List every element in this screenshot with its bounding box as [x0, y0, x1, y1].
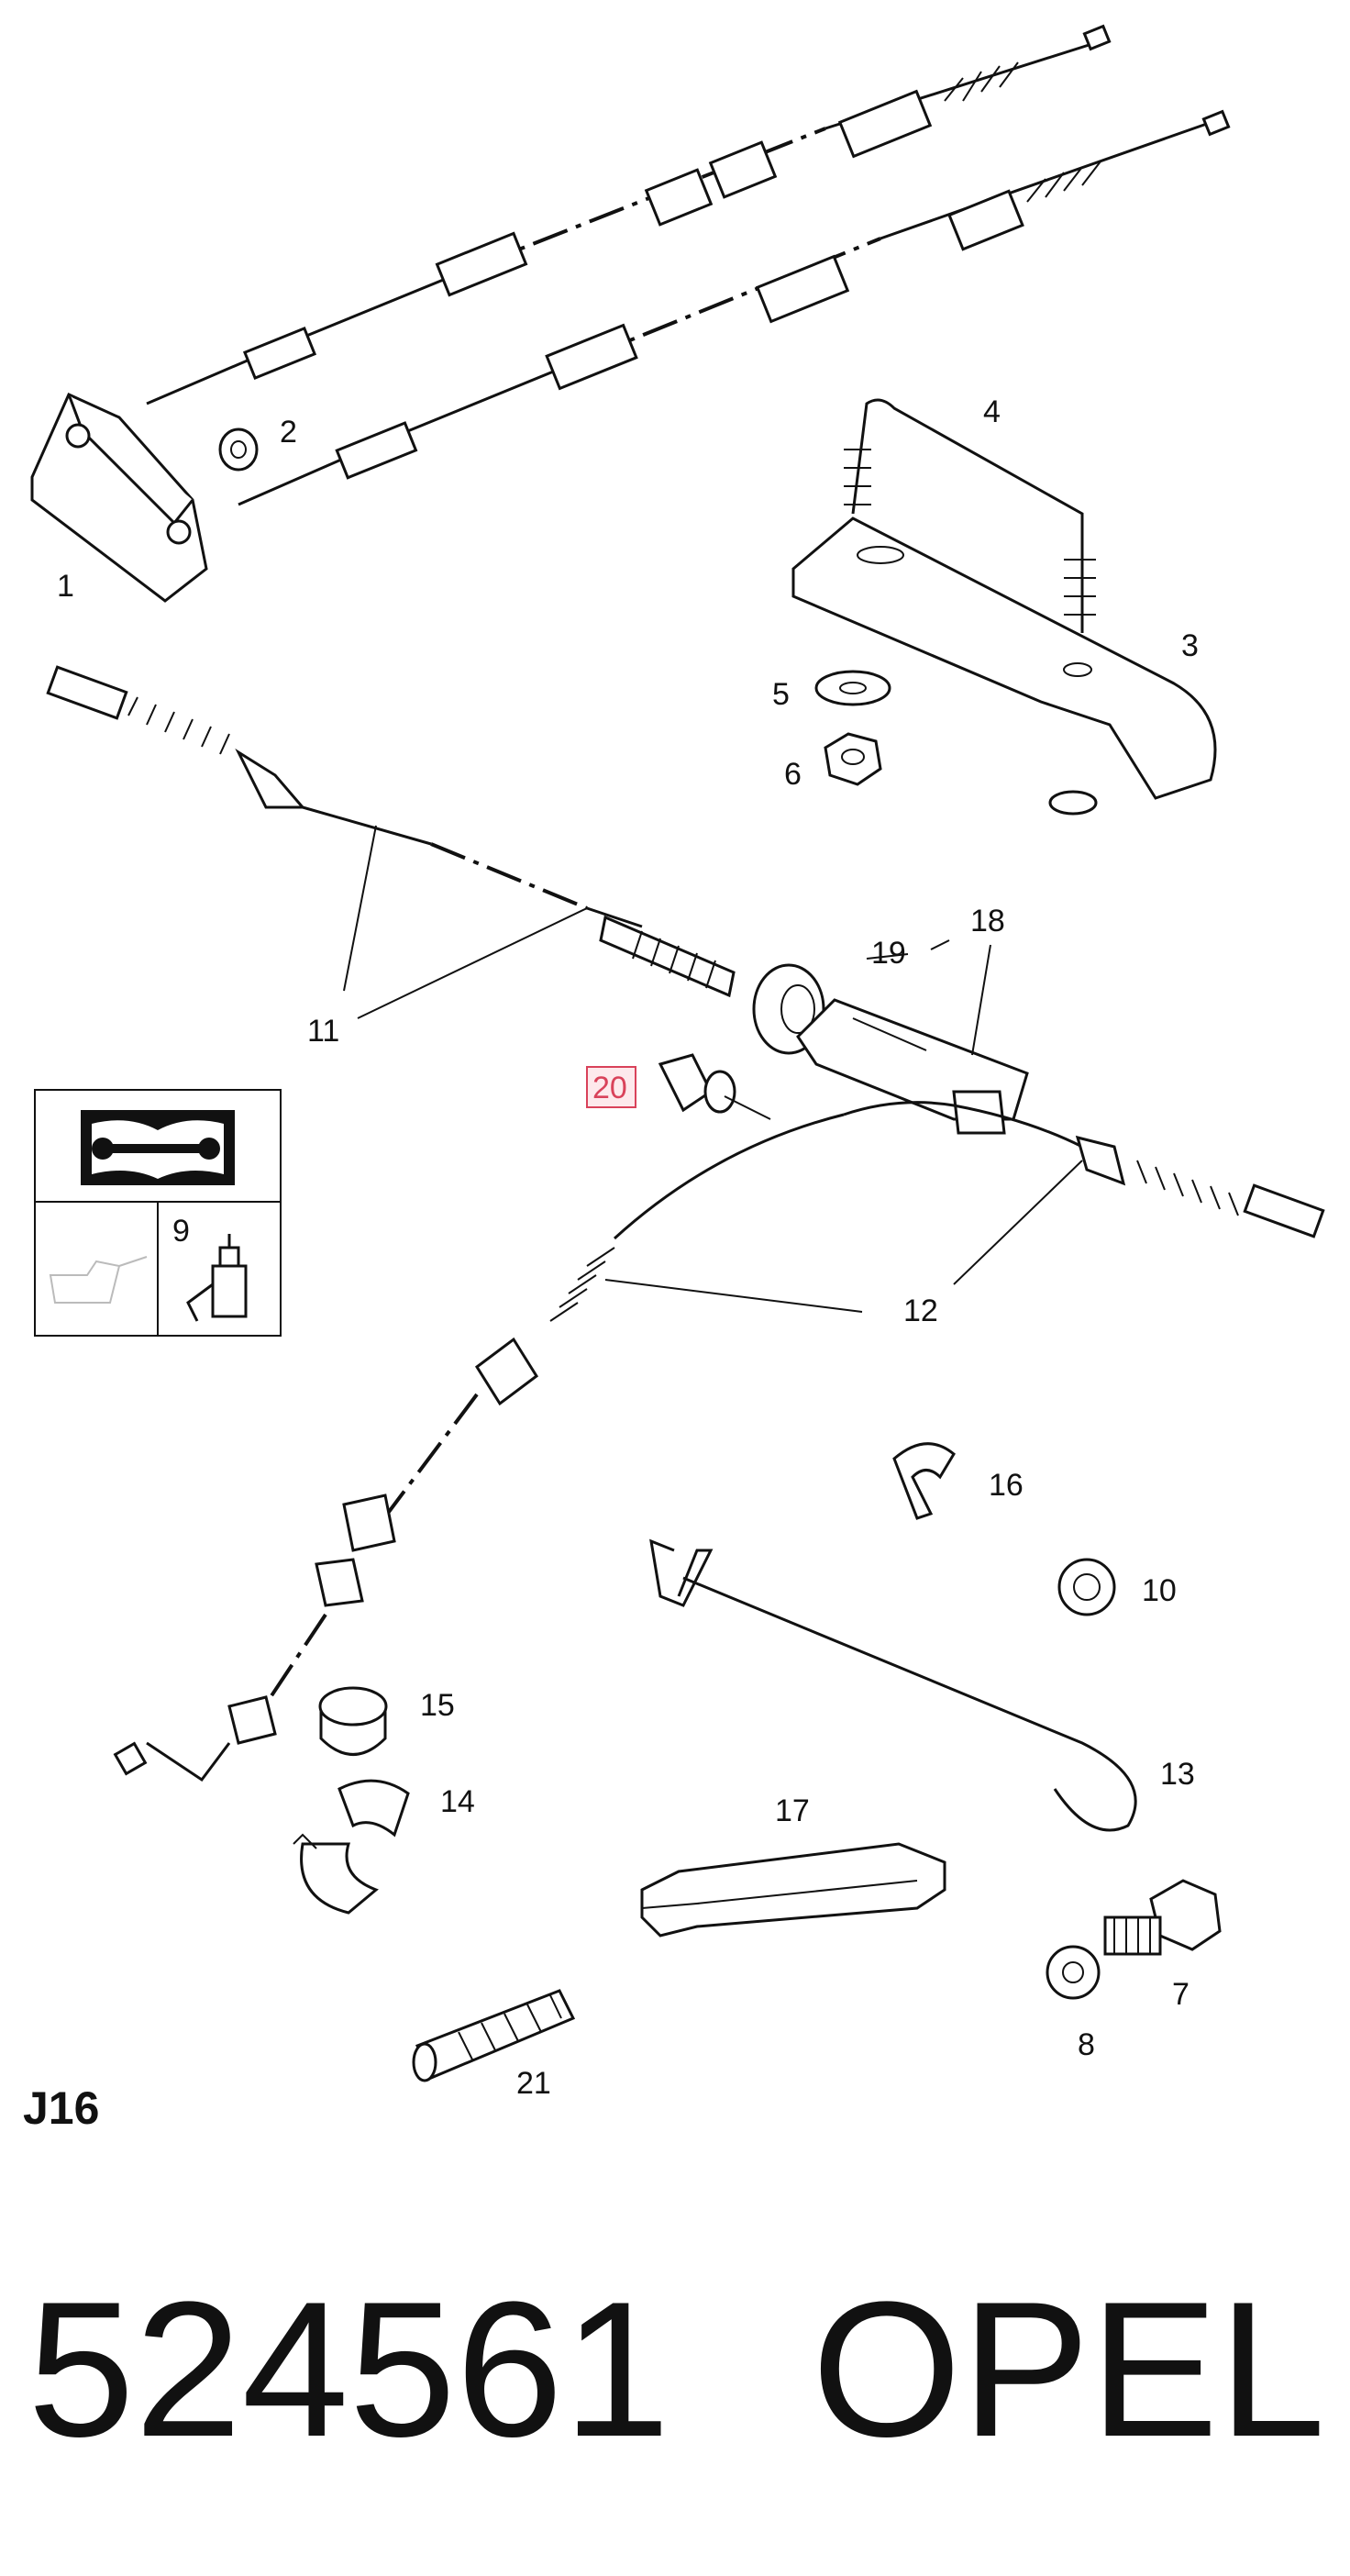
- callout-3: 3: [1181, 628, 1199, 663]
- section-code: J16: [23, 2082, 99, 2134]
- part-21-boot: [412, 1989, 576, 2082]
- part-12-long-cable: [113, 1101, 1325, 1782]
- part-18-equalizer: [796, 998, 1029, 1135]
- callout-15: 15: [420, 1688, 455, 1723]
- part-6-nut: [824, 732, 882, 786]
- callout-1: 1: [57, 569, 74, 604]
- callout-13: 13: [1160, 1757, 1195, 1792]
- callout-21: 21: [516, 2066, 551, 2101]
- callout-2: 2: [280, 415, 297, 450]
- part-3-plate: [791, 516, 1217, 800]
- leader-18-19: [866, 939, 991, 1056]
- callout-19: 19: [871, 936, 906, 971]
- part-14-clamp: [293, 1779, 410, 1915]
- part-2-bushing: [218, 427, 259, 472]
- part-4-u-bolt: [844, 398, 1096, 633]
- part-3-clip-washer: [1048, 790, 1098, 816]
- brand-name: OPEL: [812, 2261, 1325, 2477]
- callout-4: 4: [983, 394, 1001, 429]
- part-1-bracket-cables: [30, 24, 1231, 603]
- callout-18: 18: [970, 904, 1005, 938]
- callout-17: 17: [775, 1793, 810, 1828]
- callout-20-highlighted[interactable]: 20: [592, 1071, 627, 1105]
- grease-bottle-icon: [186, 1234, 248, 1322]
- callout-9: 9: [172, 1214, 190, 1249]
- callout-5: 5: [772, 677, 790, 712]
- part-16-clip: [892, 1442, 956, 1520]
- part-11-front-cable: [46, 665, 736, 1019]
- part-13-spring-hook: [649, 1538, 1137, 1832]
- callout-14: 14: [440, 1784, 475, 1819]
- part-15-cap: [318, 1686, 388, 1756]
- callout-12: 12: [903, 1294, 938, 1328]
- part-10-grommet: [1057, 1558, 1116, 1616]
- part-20-bushing: [658, 1053, 771, 1120]
- part-number: 524561: [28, 2261, 670, 2477]
- callout-16: 16: [989, 1468, 1024, 1503]
- manual-book-wrench-icon: [81, 1110, 235, 1185]
- callout-10: 10: [1142, 1573, 1177, 1608]
- part-5-washer: [814, 670, 891, 706]
- part-7-bolt: [1103, 1879, 1222, 1956]
- service-icons-panel: 9: [34, 1089, 282, 1337]
- part-17-lever: [640, 1842, 946, 1938]
- callout-6: 6: [784, 757, 802, 792]
- oil-can-icon: [49, 1256, 148, 1304]
- callout-11: 11: [307, 1014, 339, 1049]
- callout-7: 7: [1172, 1977, 1190, 2012]
- part-20-highlight-box[interactable]: [586, 1066, 636, 1108]
- callout-8: 8: [1078, 2027, 1095, 2062]
- part-8-spring-washer: [1046, 1945, 1101, 2000]
